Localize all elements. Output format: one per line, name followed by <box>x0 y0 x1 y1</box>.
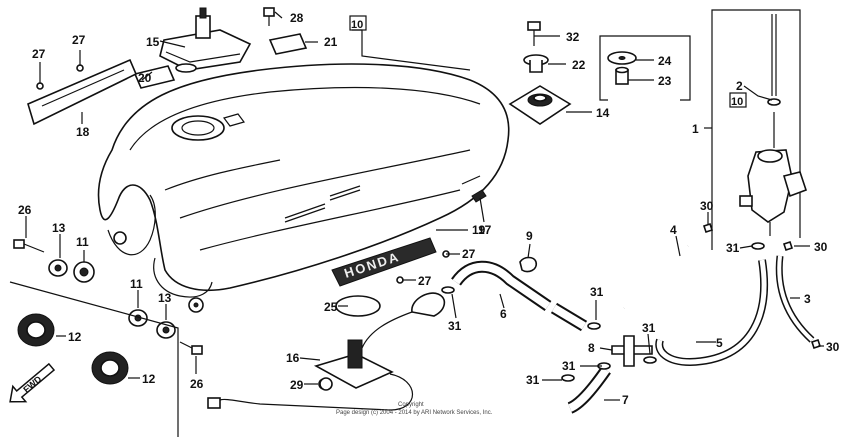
callout-26-left: 26 <box>18 203 32 217</box>
callout-12-bottom: 12 <box>142 372 156 386</box>
hose-3 <box>775 255 815 343</box>
grommet-11-right <box>128 309 148 327</box>
callout-7: 7 <box>622 393 629 407</box>
callout-12-top: 12 <box>68 330 82 344</box>
callout-5: 5 <box>716 336 723 350</box>
callout-27-emblem-lower: 27 <box>418 274 432 288</box>
callout-10-box-cock <box>729 92 747 108</box>
cap-12-top <box>17 313 55 347</box>
callout-2: 2 <box>736 79 743 93</box>
bolt-26-left <box>13 239 45 253</box>
bolt-28 <box>263 7 275 26</box>
hose-4 <box>622 244 690 309</box>
bolt-32 <box>527 21 541 46</box>
callout-17: 17 <box>478 223 492 237</box>
callout-20: 20 <box>138 71 152 85</box>
collar-22 <box>523 54 549 73</box>
callout-30-lower: 30 <box>826 340 840 354</box>
callout-11-right: 11 <box>130 277 143 291</box>
inset-box <box>599 35 691 101</box>
gasket-25 <box>335 295 381 317</box>
callout-31-hose6: 31 <box>448 319 462 333</box>
fuel-strainer <box>361 292 446 349</box>
callout-30-cock-left: 30 <box>700 199 714 213</box>
hose-clips-31 <box>441 242 765 382</box>
copyright-line1: Copyright <box>398 402 424 408</box>
seal-21 <box>268 33 308 55</box>
callout-18: 18 <box>76 125 90 139</box>
clip-9 <box>519 256 538 273</box>
callout-27-top: 27 <box>72 33 86 47</box>
callout-10-box-tank <box>349 15 367 31</box>
callout-31-bottom: 31 <box>526 373 540 387</box>
callout-16: 16 <box>286 351 300 365</box>
callout-26-right: 26 <box>190 377 204 391</box>
callout-4: 4 <box>670 223 677 237</box>
callout-30-cock-right: 30 <box>814 240 828 254</box>
grommet-11-left <box>73 261 95 283</box>
callout-11-left: 11 <box>76 235 89 249</box>
fuel-cap <box>159 7 252 73</box>
callout-27-emblem-upper: 27 <box>462 247 476 261</box>
callout-14: 14 <box>596 106 610 120</box>
callout-31-mid: 31 <box>590 285 604 299</box>
callout-8: 8 <box>588 341 595 355</box>
callout-numbers: 28 15 21 20 27 27 18 10 32 22 14 24 23 2… <box>18 11 840 407</box>
t-joint-8 <box>611 335 653 367</box>
collar-13-left <box>48 259 68 277</box>
washer-24 <box>607 51 637 65</box>
callout-15: 15 <box>146 35 160 49</box>
callout-10-cock: 10 <box>731 96 743 108</box>
fuel-tank <box>97 63 510 313</box>
callout-27-left: 27 <box>32 47 46 61</box>
bolt-26-right <box>179 341 203 355</box>
callout-28: 28 <box>290 11 304 25</box>
callout-22: 22 <box>572 58 586 72</box>
callout-29: 29 <box>290 378 304 392</box>
callout-3: 3 <box>804 292 811 306</box>
callout-9: 9 <box>526 229 533 243</box>
screw-29 <box>319 377 333 391</box>
callout-19: 19 <box>472 223 486 237</box>
cap-12-bottom <box>91 351 129 385</box>
fuel-sender-16 <box>207 339 414 411</box>
callout-6: 6 <box>500 307 507 321</box>
group-bracket <box>9 281 179 437</box>
seal-20 <box>133 65 176 89</box>
mount-plate-18 <box>27 58 138 126</box>
fwd-arrow: FWD <box>9 362 56 403</box>
callout-13-right: 13 <box>158 291 172 305</box>
callout-10-tank: 10 <box>351 19 363 31</box>
collar-23 <box>615 66 629 85</box>
fuel-cock-1 <box>739 14 808 236</box>
copyright-line2: Page design (c) 2004 - 2014 by ARI Netwo… <box>336 410 493 416</box>
callout-31-tjoint: 31 <box>642 321 656 335</box>
hose-6 <box>451 260 588 332</box>
rubber-mount-14 <box>508 85 572 125</box>
callout-25: 25 <box>324 300 338 314</box>
callout-23: 23 <box>658 74 672 88</box>
fuel-cock-bracket <box>711 9 801 250</box>
callout-31-cock: 31 <box>726 241 740 255</box>
hose-7 <box>567 366 611 414</box>
callout-1: 1 <box>692 122 699 136</box>
callout-21: 21 <box>324 35 338 49</box>
callout-24: 24 <box>658 54 672 68</box>
callout-31-lower: 31 <box>562 359 576 373</box>
callout-13-left: 13 <box>52 221 66 235</box>
hose-5 <box>655 259 769 367</box>
callout-32: 32 <box>566 30 580 44</box>
